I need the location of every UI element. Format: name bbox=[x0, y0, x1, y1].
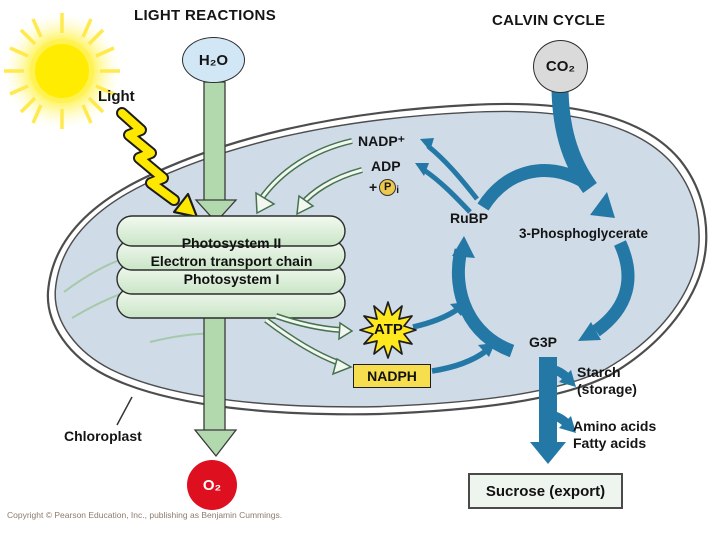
adp-label: ADP bbox=[371, 158, 401, 174]
nadph-to-cycle-arrow bbox=[431, 343, 495, 374]
calvin-cycle-arrows bbox=[451, 164, 635, 358]
nadp-return-arrow bbox=[255, 138, 353, 215]
photosystem1-label: Photosystem I bbox=[183, 271, 280, 287]
o2-node: O₂ bbox=[187, 460, 237, 510]
sucrose-export-box: Sucrose (export) bbox=[468, 473, 623, 509]
photosystem2-label: Photosystem II bbox=[181, 235, 282, 251]
atp-starburst bbox=[359, 301, 417, 359]
thylakoid-stack bbox=[116, 215, 346, 319]
adp-return-arrow bbox=[296, 167, 363, 216]
fatty-acids-label: Fatty acids bbox=[573, 435, 647, 451]
stack-to-nadph-arrow bbox=[264, 317, 353, 376]
chloroplast-pointer-line bbox=[116, 396, 133, 426]
phosphate-subscript: i bbox=[396, 185, 399, 196]
h2o-label: H₂O bbox=[198, 51, 229, 69]
amino-acids-label: Amino acids bbox=[573, 418, 657, 434]
sun-icon bbox=[4, 13, 120, 129]
atp-label: ATP bbox=[374, 321, 403, 338]
pi-group: + P i bbox=[369, 178, 399, 196]
o2-arrow bbox=[193, 299, 238, 458]
phosphate-icon: P bbox=[379, 178, 397, 196]
phosphate-label: P bbox=[384, 181, 392, 193]
thylakoid-stack-text: Photosystem II Electron transport chain … bbox=[119, 234, 344, 288]
nadp-label: NADP⁺ bbox=[358, 133, 406, 149]
nadph-label: NADPH bbox=[367, 368, 417, 384]
nadph-box: NADPH bbox=[353, 364, 431, 388]
co2-node: CO₂ bbox=[533, 40, 588, 93]
atp-to-cycle-arrow bbox=[412, 302, 467, 330]
rubp-label: RuBP bbox=[450, 210, 489, 226]
light-reactions-title: LIGHT REACTIONS bbox=[134, 7, 276, 24]
co2-label: CO₂ bbox=[545, 58, 576, 75]
plus-sign: + bbox=[369, 179, 378, 195]
starch-label-line2: (storage) bbox=[577, 381, 637, 397]
stack-to-atp-arrow bbox=[275, 313, 354, 341]
h2o-node: H₂O bbox=[182, 37, 245, 83]
g3p-label: G3P bbox=[529, 334, 558, 350]
lightning-bolt-icon bbox=[116, 107, 199, 219]
phosphoglycerate-label: 3-Phosphoglycerate bbox=[519, 226, 649, 241]
o2-label: O₂ bbox=[202, 476, 222, 494]
cycle-to-adp-arrow bbox=[415, 163, 472, 214]
light-label: Light bbox=[98, 88, 135, 105]
cycle-to-nadp-arrow bbox=[420, 138, 479, 201]
calvin-cycle-title: CALVIN CYCLE bbox=[492, 12, 606, 29]
chloroplast-label: Chloroplast bbox=[64, 428, 142, 444]
copyright-text: Copyright © Pearson Education, Inc., pub… bbox=[7, 510, 283, 520]
starch-label-line1: Starch bbox=[577, 364, 621, 380]
electron-transport-chain-label: Electron transport chain bbox=[150, 253, 313, 269]
sucrose-label: Sucrose (export) bbox=[485, 482, 606, 500]
g3p-output-arrow bbox=[530, 357, 576, 464]
